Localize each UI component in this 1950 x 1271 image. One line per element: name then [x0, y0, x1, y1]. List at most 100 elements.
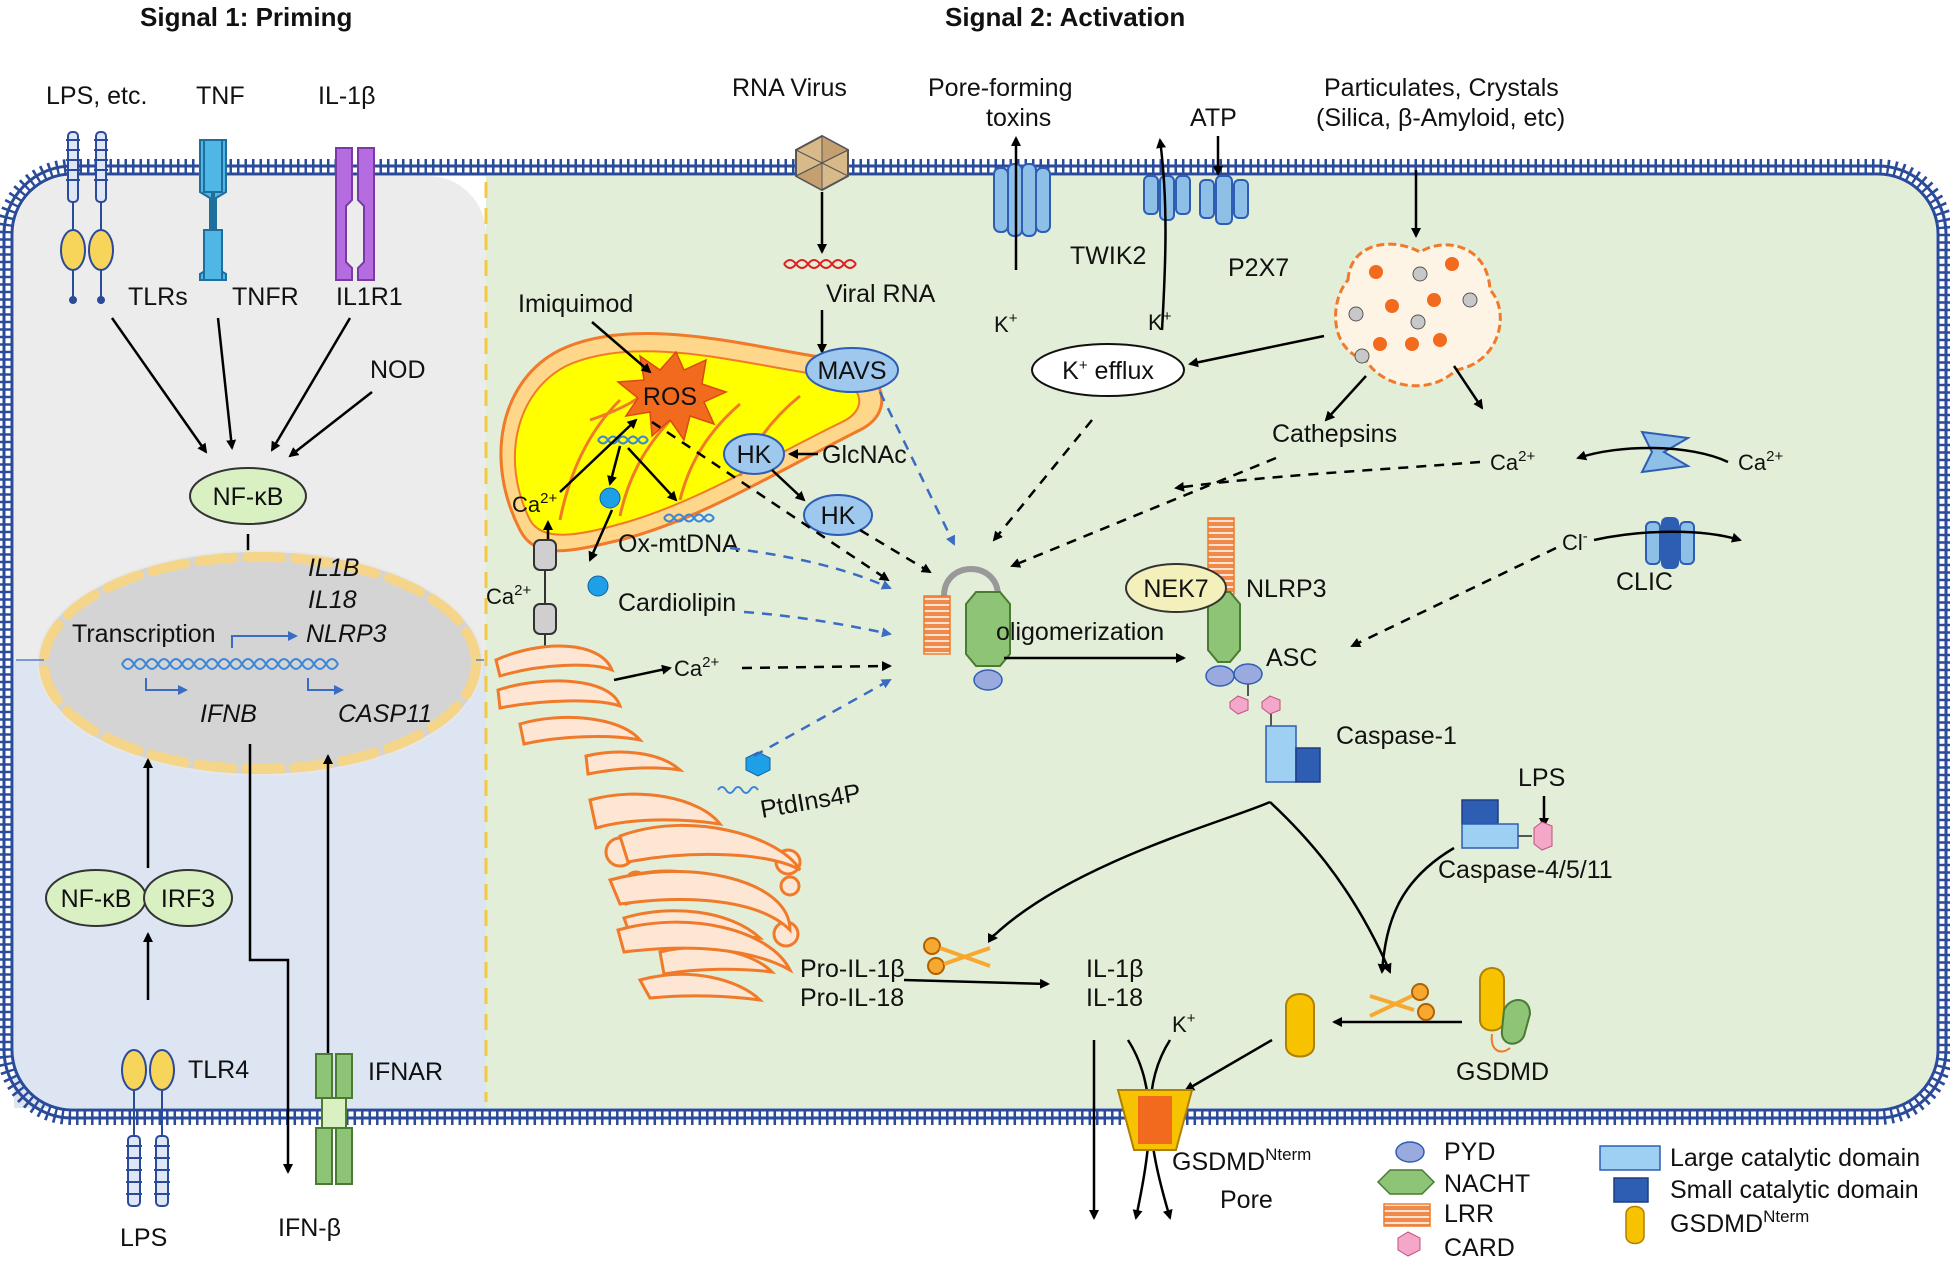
viral-rna-label: Viral RNA — [826, 280, 936, 308]
gsdmd-pore-icon — [1116, 1089, 1194, 1151]
tlrs-label: TLRs — [128, 283, 188, 311]
ptdins4p-icon — [745, 751, 771, 777]
glcnac-label: GlcNAc — [822, 441, 907, 469]
caspase4511-label: Caspase-4/5/11 — [1438, 856, 1613, 884]
legend-nacht-icon — [1376, 1169, 1436, 1195]
caspase-arrows — [987, 800, 1455, 974]
pore-toxins-line2: toxins — [986, 104, 1051, 132]
ca-inner-label: Ca2+ — [1490, 448, 1535, 475]
pore-label: Pore — [1220, 1186, 1273, 1214]
mavs-node — [805, 347, 899, 393]
particulates-line1: Particulates, Crystals — [1324, 74, 1559, 102]
legend: PYD NACHT LRR CARD Large catalytic domai… — [1376, 1138, 1920, 1262]
lps-bottom-label: LPS — [120, 1224, 167, 1252]
ifnar-receptor-icon — [315, 1053, 353, 1185]
il1r1-label: IL1R1 — [336, 283, 403, 311]
legend-lrr-label: LRR — [1444, 1200, 1494, 1228]
er-calcium-channel-icon — [533, 539, 557, 650]
asc-label: ASC — [1266, 644, 1317, 672]
calcium-channel-icon — [1640, 430, 1692, 474]
k-pore-label: K+ — [1172, 1010, 1196, 1037]
inactive-nlrp3-icon — [923, 566, 1011, 691]
lysosome-arrows — [1188, 334, 1484, 422]
ox-mtdna-label: Ox-mtDNA — [618, 530, 739, 558]
ros-label: ROS — [643, 383, 697, 411]
legend-gsdmd-icon — [1625, 1205, 1645, 1245]
ifn-beta-label: IFN-β — [278, 1214, 341, 1242]
pro-il18-label: Pro-IL-18 — [800, 984, 904, 1012]
nek7-label: NEK7 — [1143, 575, 1208, 603]
caspase1-label: Caspase-1 — [1336, 722, 1457, 750]
ca-outer-label: Ca2+ — [1738, 448, 1783, 475]
virus-icon — [794, 134, 850, 192]
scissors-right-icon — [1369, 983, 1435, 1021]
signal1-header: Signal 1: Priming — [140, 2, 352, 32]
k-left-label: K+ — [994, 310, 1018, 337]
il1b-gene-label: IL1B — [308, 554, 359, 582]
ifnb-gene-label: IFNB — [200, 700, 257, 728]
clic-channel-icon — [1645, 517, 1695, 569]
scissors-left-icon — [923, 937, 991, 975]
hk-lower-node — [803, 494, 873, 536]
k-right-label: K+ — [1148, 308, 1172, 335]
activation-dashed-arrows — [651, 419, 1557, 672]
il1b-product-label: IL-1β — [1086, 955, 1143, 983]
legend-gsdmd-label: GSDMDNterm — [1670, 1207, 1809, 1238]
cardiolipin-upper-icon — [599, 487, 621, 509]
legend-small-icon — [1613, 1177, 1649, 1203]
nucleus — [16, 550, 484, 776]
p2x7-label: P2X7 — [1228, 254, 1289, 282]
legend-nacht-label: NACHT — [1444, 1170, 1530, 1198]
ifnar-label: IFNAR — [368, 1058, 443, 1086]
golgi-apparatus — [607, 823, 802, 1003]
legend-card-icon — [1397, 1231, 1421, 1257]
clic-label: CLIC — [1616, 568, 1673, 596]
imiquimod-label: Imiquimod — [518, 290, 633, 318]
tlr4-receptor-icon — [121, 1049, 175, 1207]
cardiolipin-label: Cardiolipin — [618, 589, 736, 617]
tnfr-label: TNFR — [232, 283, 299, 311]
tlr4-label: TLR4 — [188, 1056, 249, 1084]
lps-etc-label: LPS, etc. — [46, 82, 147, 110]
twik2-label: TWIK2 — [1070, 242, 1146, 270]
particulates-line2: (Silica, β-Amyloid, etc) — [1316, 104, 1565, 132]
ca-er-label: Ca2+ — [486, 582, 531, 609]
gsdmd-nterm-icon — [1285, 993, 1315, 1058]
ca-golgi-label: Ca2+ — [674, 654, 719, 681]
activation-blue-dashed-arrows — [729, 391, 956, 758]
hk-upper-node — [723, 433, 785, 475]
k-efflux-node — [1031, 343, 1185, 397]
nfkb-bottom-label: NF-κB — [61, 885, 132, 913]
ros-burst-icon — [616, 350, 729, 442]
atp-label: ATP — [1190, 104, 1237, 132]
hk-upper-label: HK — [737, 441, 772, 469]
transcription-label: Transcription — [72, 620, 216, 648]
tlr-receptor-icon — [60, 131, 114, 304]
nlrp3-inflammasome-icon — [1205, 517, 1321, 783]
cardiolipin-lower-icon — [587, 575, 609, 597]
legend-card-label: CARD — [1444, 1234, 1515, 1262]
pore-toxins-line1: Pore-forming — [928, 74, 1073, 102]
hk-lower-label: HK — [821, 502, 856, 530]
nfkb-top-label: NF-κB — [213, 483, 284, 511]
cl-label: Cl- — [1562, 528, 1588, 555]
legend-lrr-icon — [1383, 1203, 1431, 1227]
legend-pyd-label: PYD — [1444, 1138, 1495, 1166]
nek7-node — [1125, 563, 1227, 613]
k-efflux-label: K+ efflux — [1062, 357, 1154, 385]
nlrp3-label: NLRP3 — [1246, 575, 1327, 603]
rna-virus-label: RNA Virus — [732, 74, 847, 102]
legend-small-label: Small catalytic domain — [1670, 1176, 1919, 1204]
pore-toxin-channel-icon — [993, 163, 1051, 237]
signal2-header: Signal 2: Activation — [945, 2, 1185, 32]
mito-arrows — [543, 418, 678, 562]
il18-product-label: IL-18 — [1086, 984, 1143, 1012]
ca-mito-label: Ca2+ — [512, 490, 557, 517]
caspase4511-icon — [1461, 799, 1553, 851]
tnfr-receptor-icon — [199, 139, 227, 281]
legend-large-label: Large catalytic domain — [1670, 1144, 1920, 1172]
cathepsins-label: Cathepsins — [1272, 420, 1397, 448]
casp11-gene-label: CASP11 — [338, 700, 432, 728]
